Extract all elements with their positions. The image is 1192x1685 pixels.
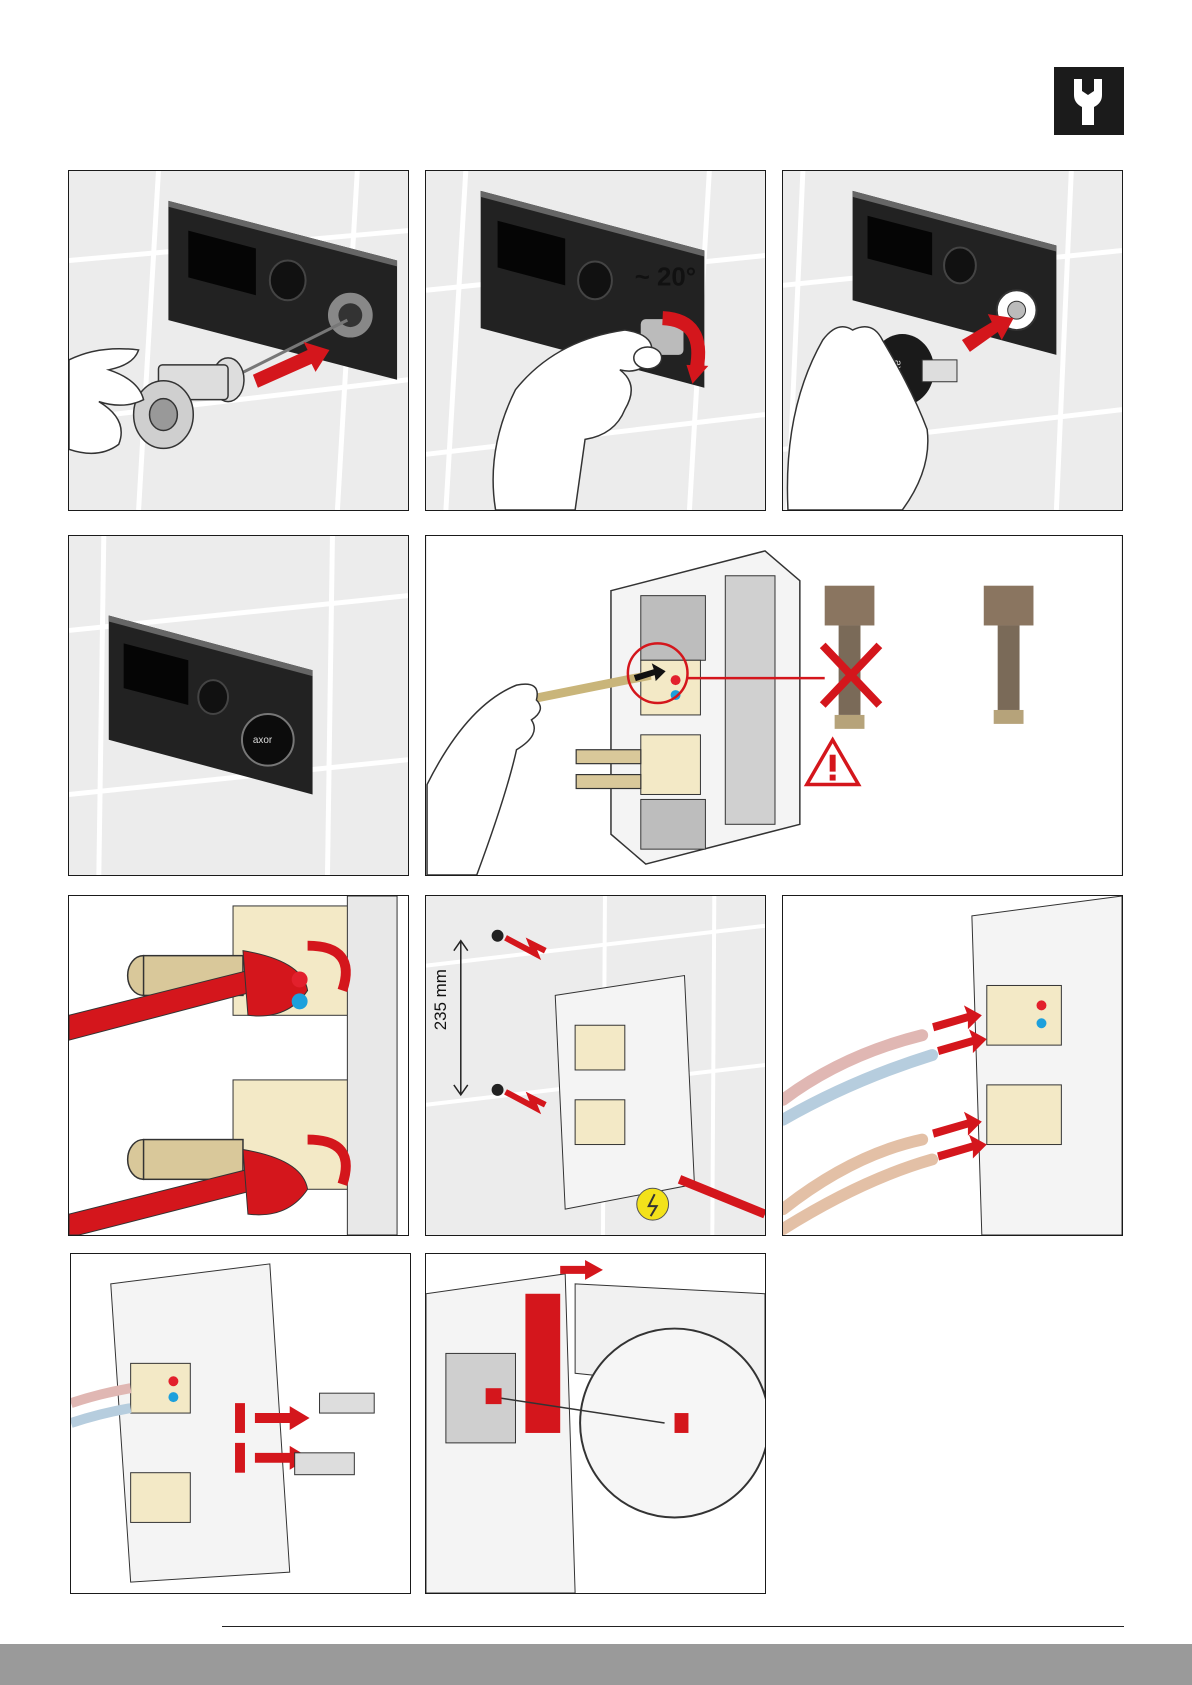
illustration-connect-plug bbox=[426, 1254, 765, 1593]
step-panel-connect-plug bbox=[425, 1253, 766, 1594]
footer-bar bbox=[0, 1644, 1192, 1685]
wrench-icon bbox=[1054, 67, 1124, 135]
step-panel-insert-cartridge bbox=[68, 170, 409, 511]
step-panel-insert-pipe-warning bbox=[425, 535, 1123, 876]
step-panel-connect-cables bbox=[70, 1253, 411, 1594]
step-panel-rotate-cartridge: ~ 20° bbox=[425, 170, 766, 511]
step-panel-tighten-fittings bbox=[68, 895, 409, 1236]
step-panel-connect-hoses bbox=[782, 895, 1123, 1236]
illustration-connect-cables bbox=[71, 1254, 410, 1593]
angle-label: ~ 20° bbox=[635, 263, 696, 291]
knob-label: axor bbox=[253, 735, 273, 746]
illustration-finished-control: axor bbox=[69, 536, 408, 875]
distance-label: 235 mm bbox=[431, 969, 450, 1030]
illustration-tighten-fittings bbox=[69, 896, 408, 1235]
step-panel-mount-knob: axor bbox=[782, 170, 1123, 511]
illustration-mount-knob: axor bbox=[783, 171, 1122, 510]
footer-divider bbox=[222, 1626, 1124, 1627]
step-panel-finished-control: axor bbox=[68, 535, 409, 876]
illustration-insert-pipe-warning bbox=[426, 536, 1122, 875]
illustration-wall-mount: 235 mm bbox=[426, 896, 765, 1235]
step-panel-wall-mount: 235 mm bbox=[425, 895, 766, 1236]
illustration-connect-hoses bbox=[783, 896, 1122, 1235]
illustration-insert-cartridge bbox=[69, 171, 408, 510]
illustration-rotate-cartridge: ~ 20° bbox=[426, 171, 765, 510]
